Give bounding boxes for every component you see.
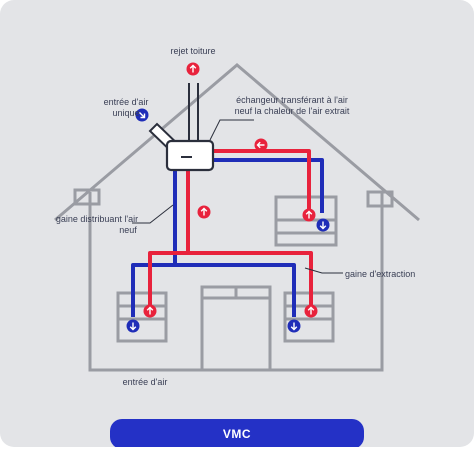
footer-bar [110, 419, 364, 449]
label-echangeur-2: neuf la chaleur de l'air extrait [235, 106, 350, 116]
house-eave-right [366, 190, 394, 208]
window-lower-left [116, 291, 168, 343]
label-gaine-distribuant-1: gaine distribuant l'air [56, 214, 138, 224]
label-entree-air-bottom: entrée d'air [123, 377, 168, 387]
footer-vmc-label: VMC [223, 427, 251, 441]
supply-ducts [131, 158, 324, 317]
arrow-down-icon [316, 218, 330, 232]
label-entree-air-unique-1: entrée d'air [104, 97, 149, 107]
house-door [200, 285, 272, 372]
heat-exchanger-unit [165, 139, 215, 172]
extract-duct-left [148, 251, 188, 307]
arrow-down-icon [126, 319, 140, 333]
label-gaine-extraction: gaine d'extraction [345, 269, 415, 279]
arrow-up-icon [302, 208, 316, 222]
label-gaine-distribuant-2: neuf [119, 225, 137, 235]
arrow-up-icon [143, 304, 157, 318]
flow-arrows [126, 62, 330, 333]
extract-duct-upper [212, 149, 311, 210]
label-echangeur-1: échangeur transférant à l'air [236, 95, 348, 105]
supply-duct-right [175, 263, 296, 317]
arrow-down-right-icon [135, 108, 149, 122]
supply-duct-upper [212, 158, 324, 213]
roof-exhaust-duct [188, 83, 199, 147]
arrow-left-icon [254, 138, 268, 152]
house-eave-left [73, 188, 101, 206]
label-entree-air-unique-2: unique [112, 108, 139, 118]
leader-lines [132, 119, 343, 274]
arrow-up-icon [197, 205, 211, 219]
supply-duct-left [131, 263, 175, 317]
label-rejet-toiture: rejet toiture [170, 46, 215, 56]
arrow-up-icon [186, 62, 200, 76]
extract-ducts [148, 149, 313, 307]
extract-duct-right [188, 251, 313, 307]
arrow-up-icon [304, 304, 318, 318]
arrow-down-icon [287, 319, 301, 333]
